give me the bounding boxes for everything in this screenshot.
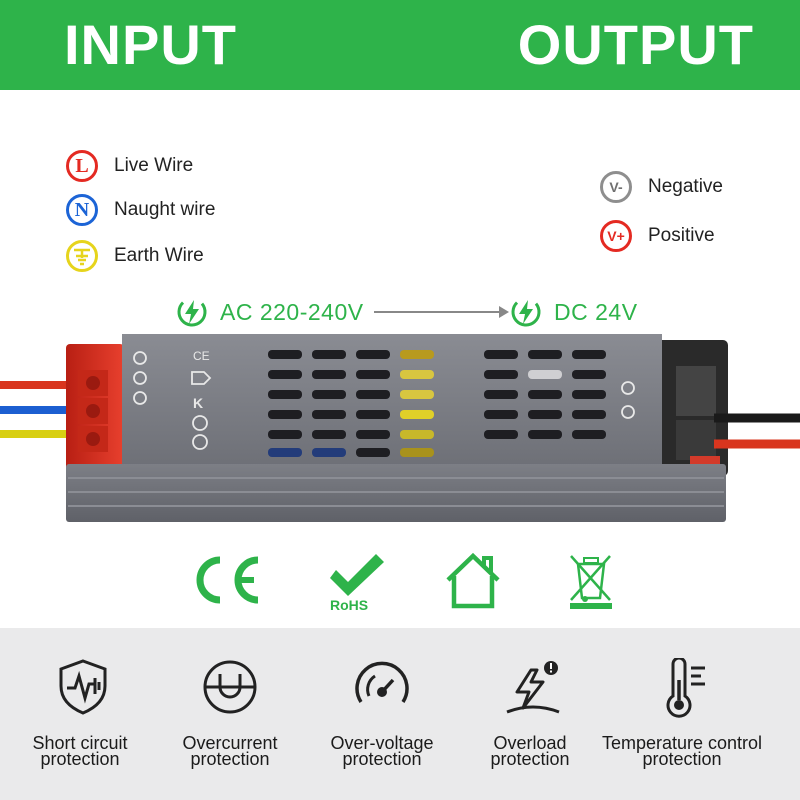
legend-label: Positive [648, 225, 715, 246]
overcurrent-icon [201, 658, 259, 721]
rohs-icon: RoHS [328, 552, 384, 617]
arrow-line [374, 311, 502, 313]
feature-title: Overload [493, 733, 567, 753]
legend-neutral-wire: N Naught wire [66, 194, 215, 226]
features-band: Short circuit protection Overcurrent pro… [0, 628, 800, 800]
temperature-icon [661, 656, 711, 723]
negative-terminal-icon: V- [600, 171, 632, 203]
lightning-icon [511, 297, 541, 327]
feature-subtitle: protection [190, 749, 270, 769]
feature-subtitle: protection [40, 749, 120, 769]
ce-mark-icon [188, 552, 264, 613]
neutral-wire-icon: N [66, 194, 98, 226]
legend-label: Negative [648, 176, 723, 197]
output-voltage-label: DC 24V [554, 298, 638, 325]
live-wire-icon: L [66, 150, 98, 182]
legend-positive: V+ Positive [600, 220, 715, 252]
legend-live-wire: L Live Wire [66, 150, 193, 182]
legend-label: Live Wire [114, 155, 194, 176]
feature-title: Overcurrent [182, 733, 278, 753]
lightning-icon [177, 297, 207, 327]
output-heading: OUTPUT [517, 13, 754, 76]
input-voltage: AC 220-240V [176, 296, 364, 328]
svg-text:K: K [193, 395, 203, 411]
weee-disposal-icon [568, 552, 614, 615]
legend-negative: V- Negative [600, 171, 723, 203]
output-voltage: DC 24V [510, 296, 638, 328]
legend-label: Earth Wire [114, 245, 204, 266]
legend-earth-wire: Earth Wire [66, 240, 204, 272]
legend-label: Naught wire [114, 199, 216, 220]
earth-wire-icon [66, 240, 98, 272]
feature-subtitle: protection [490, 749, 570, 769]
feature-subtitle: protection [642, 749, 722, 769]
feature-title: Over-voltage [330, 733, 434, 753]
svg-text:RoHS: RoHS [330, 597, 368, 612]
input-heading: INPUT [64, 13, 237, 76]
input-voltage-label: AC 220-240V [220, 298, 364, 325]
header-banner: INPUT OUTPUT [0, 0, 800, 90]
overload-icon [501, 658, 565, 721]
feature-title: Short circuit [32, 733, 128, 753]
short-circuit-icon [55, 658, 111, 721]
arrow-right-icon [499, 306, 509, 318]
positive-terminal-icon: V+ [600, 220, 632, 252]
indoor-use-icon [444, 552, 502, 615]
svg-text:CE: CE [193, 349, 210, 363]
power-supply-image: CE K [0, 334, 800, 522]
over-voltage-icon [353, 658, 411, 721]
feature-title: Temperature control [601, 733, 763, 753]
feature-subtitle: protection [342, 749, 422, 769]
